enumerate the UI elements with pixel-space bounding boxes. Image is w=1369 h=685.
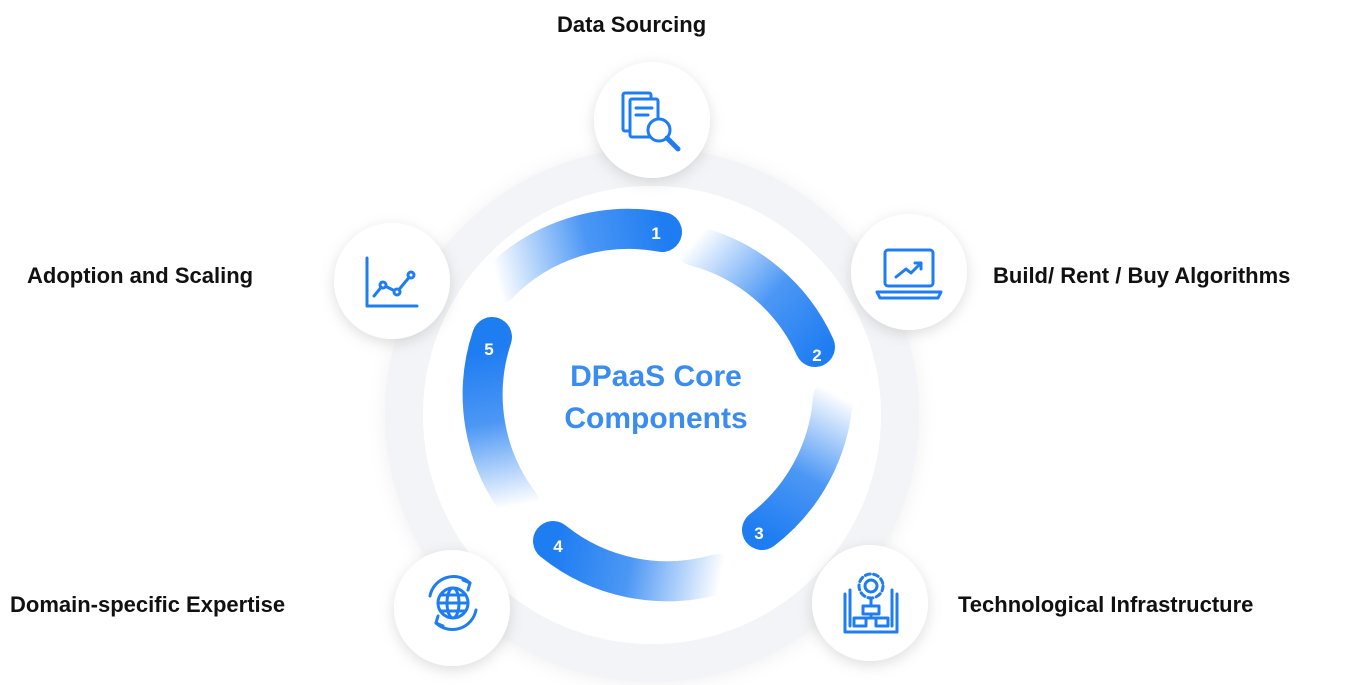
line-chart-icon — [365, 256, 419, 308]
step-number-4: 4 — [553, 537, 563, 556]
arc-segment-1 — [478, 208, 682, 304]
cycle-arcs — [462, 208, 853, 602]
label-adoption-and-scaling: Adoption and Scaling — [27, 263, 254, 288]
laptop-chart-icon — [875, 248, 943, 300]
icon-node-2 — [851, 214, 967, 330]
icon-node-1 — [594, 62, 710, 178]
infrastructure-gear-icon — [843, 572, 899, 634]
document-search-icon — [621, 91, 681, 152]
arc-segment-3 — [742, 378, 853, 550]
globe-refresh-icon — [428, 575, 478, 631]
icon-node-4 — [394, 550, 510, 666]
step-number-3: 3 — [754, 524, 763, 543]
label-data-sourcing: Data Sourcing — [557, 12, 707, 37]
arc-segment-2 — [675, 226, 835, 367]
label-build-rent-buy-algorithms: Build/ Rent / Buy Algorithms — [993, 263, 1291, 288]
icon-node-3 — [812, 545, 928, 661]
center-disc — [512, 269, 792, 549]
icon-node-5 — [334, 223, 450, 339]
center-title-line-2: Components — [564, 402, 748, 435]
label-domain-specific-expertise: Domain-specific Expertise — [10, 592, 286, 617]
step-numbers: 1 2 3 4 5 — [484, 224, 821, 556]
arc-segment-4 — [533, 521, 738, 602]
step-number-2: 2 — [812, 346, 821, 365]
center-title: DPaaS Core Components — [516, 356, 796, 440]
step-number-1: 1 — [651, 224, 660, 243]
label-technological-infrastructure: Technological Infrastructure — [958, 592, 1254, 617]
step-number-5: 5 — [484, 340, 493, 359]
center-title-line-1: DPaaS Core — [570, 360, 742, 393]
arc-segment-5 — [462, 317, 540, 525]
